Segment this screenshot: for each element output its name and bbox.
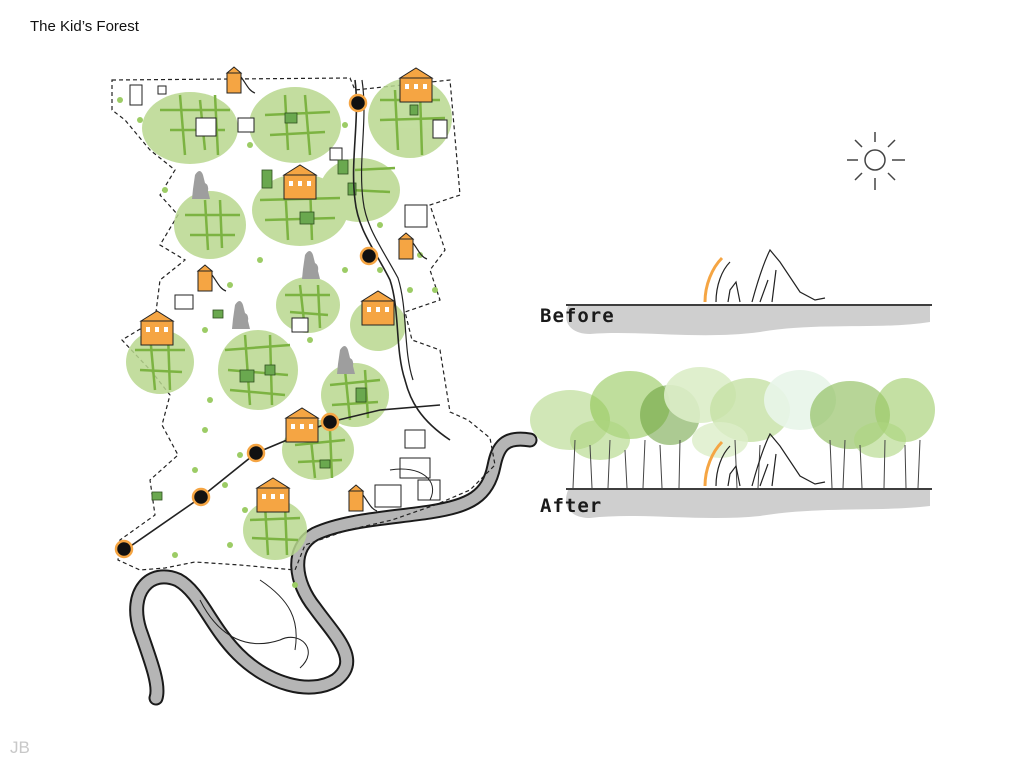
before-ground: [566, 306, 930, 336]
tree-trunks: [572, 439, 921, 489]
playground-slide-icon: [347, 484, 378, 512]
play-structure: [703, 432, 826, 487]
forest-patch: [126, 330, 194, 394]
forest-patch: [321, 363, 389, 427]
page-title: The Kid’s Forest: [30, 18, 139, 35]
forest-patch: [243, 500, 307, 560]
tree-canopy: [530, 367, 935, 460]
playgrounds: [196, 66, 428, 512]
transit-stop-icon: [348, 93, 368, 113]
person-silhouette-icon: [192, 171, 210, 199]
after-label: After: [540, 495, 603, 517]
trail-outlines: [199, 468, 433, 669]
transit-stop-icon: [191, 487, 211, 507]
school-building-icon: [282, 164, 318, 200]
play-structure: [703, 248, 826, 303]
after-section: [530, 367, 935, 518]
person-silhouette-icon: [337, 346, 355, 374]
school-building-icon: [284, 407, 320, 443]
tree-dots: [117, 97, 438, 588]
dark-green-blocks: [151, 104, 419, 501]
transit-stop-icon: [246, 443, 266, 463]
transit-stop-icon: [359, 246, 379, 266]
school-building-icon: [139, 310, 175, 346]
playground-slide-icon: [225, 66, 256, 94]
school-building-icon: [398, 67, 434, 103]
forest-patch: [249, 87, 341, 163]
site-boundary: [111, 77, 496, 571]
person-silhouette-icon: [232, 301, 250, 329]
after-ground: [566, 490, 930, 518]
building-outlines: [129, 84, 448, 508]
figure-silhouettes: [192, 171, 355, 374]
playground-slide-icon: [397, 232, 428, 260]
school-building-icon: [360, 290, 396, 326]
sun-icon: [847, 132, 905, 190]
person-silhouette-icon: [302, 251, 320, 279]
before-section: [566, 248, 932, 336]
school-building-icon: [255, 477, 291, 513]
transit-stop-icon: [114, 539, 134, 559]
playground-slide-icon: [196, 264, 227, 292]
transit-stop-icon: [320, 412, 340, 432]
school-buildings: [139, 67, 434, 513]
forest-patch: [174, 191, 246, 259]
author-initials: JB: [10, 738, 30, 757]
before-label: Before: [540, 305, 615, 327]
transit-stops: [114, 93, 379, 559]
